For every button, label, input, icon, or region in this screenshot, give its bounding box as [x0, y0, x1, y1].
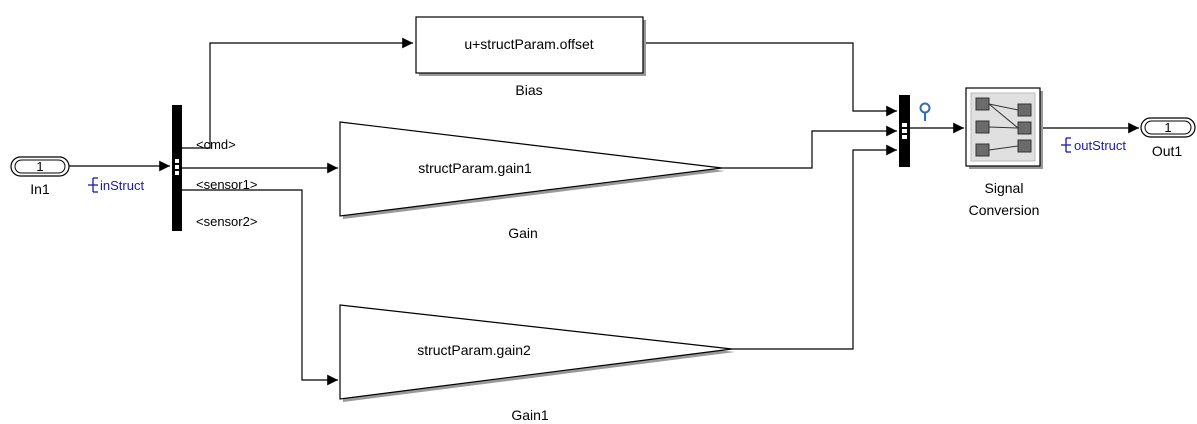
- outport-inner-outline: [1144, 120, 1192, 135]
- bus-marker-icon: [88, 177, 98, 193]
- inport-block[interactable]: 1 In1: [10, 156, 70, 197]
- wire-cmd-to-bias[interactable]: [182, 37, 413, 149]
- in-signal-label: inStruct: [88, 177, 144, 193]
- outport-block[interactable]: 1 Out1: [1140, 117, 1196, 159]
- bus-creator-port-mark: [902, 135, 907, 139]
- gain1-expression: structParam.gain2: [417, 342, 531, 358]
- bias-block[interactable]: u+structParam.offset Bias: [415, 16, 646, 98]
- gain1-triangle[interactable]: [339, 304, 733, 400]
- out-signal-name: outStruct: [1074, 138, 1126, 153]
- in-signal-name: inStruct: [100, 178, 144, 193]
- bus-selector-port-mark: [175, 171, 179, 175]
- wire-gain-to-bus-creator[interactable]: [722, 125, 897, 169]
- inport-number: 1: [36, 159, 43, 174]
- inport-shape[interactable]: [10, 156, 70, 177]
- bias-expression: u+structParam.offset: [464, 36, 593, 52]
- signal-conversion-icon: [975, 97, 1032, 157]
- gain-triangle[interactable]: [339, 121, 723, 217]
- gain-expression: structParam.gain1: [418, 160, 532, 176]
- signal-conversion-block[interactable]: Signal Conversion: [965, 87, 1043, 218]
- outport-shape[interactable]: [1140, 117, 1196, 138]
- gain-block[interactable]: structParam.gain1 Gain: [339, 121, 725, 241]
- wire-bias-to-bus-creator[interactable]: [642, 42, 897, 117]
- bus-selector-port-mark: [175, 159, 179, 163]
- signal-lines: [68, 37, 1139, 386]
- test-point-icon[interactable]: [919, 102, 931, 122]
- bus-creator-port-mark: [902, 129, 907, 133]
- out-signal-label: outStruct: [1061, 137, 1126, 153]
- bus-selector-output-sensor1: <sensor1>: [196, 177, 257, 192]
- signal-conversion-name-line1: Signal: [985, 180, 1024, 196]
- bus-selector-port-mark: [175, 165, 179, 169]
- inport-name: In1: [30, 181, 50, 197]
- gain1-name: Gain1: [511, 407, 549, 423]
- bus-selector-block[interactable]: <cmd> <sensor1> <sensor2>: [172, 105, 257, 231]
- gain-name: Gain: [508, 225, 538, 241]
- bus-marker-icon: [1061, 137, 1071, 153]
- bias-box[interactable]: [415, 16, 644, 74]
- outport-name: Out1: [1152, 143, 1183, 159]
- bus-selector-output-sensor2: <sensor2>: [196, 214, 257, 229]
- bus-creator-block[interactable]: [899, 95, 910, 167]
- wire-gain1-to-bus-creator[interactable]: [732, 144, 897, 350]
- bias-name: Bias: [515, 82, 542, 98]
- wire-sensor2-to-gain1[interactable]: [182, 189, 338, 386]
- bus-creator-port-mark: [902, 123, 907, 127]
- bus-selector-output-cmd: <cmd>: [196, 137, 236, 152]
- signal-conversion-name-line2: Conversion: [969, 202, 1040, 218]
- inport-inner-outline: [14, 159, 66, 174]
- outport-number: 1: [1164, 120, 1171, 135]
- gain1-block[interactable]: structParam.gain2 Gain1: [339, 304, 735, 423]
